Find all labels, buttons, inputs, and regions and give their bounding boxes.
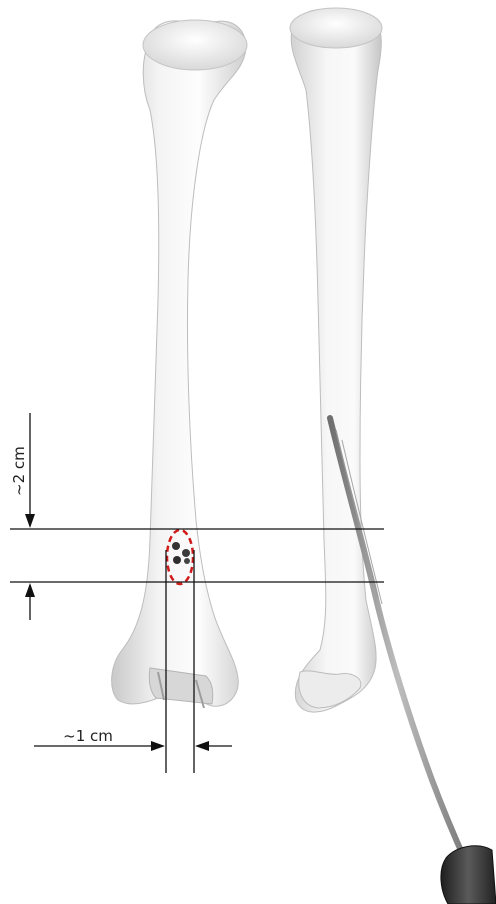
marker-dot-4 — [184, 558, 190, 564]
right-bone-foot — [299, 671, 361, 708]
left-bone-head — [143, 20, 247, 70]
marker-dot-2 — [182, 549, 190, 557]
probe-handle — [441, 846, 496, 904]
horizontal-dimension-label: ~1 cm — [63, 727, 113, 745]
arrow-up-icon — [25, 583, 35, 597]
arrow-down-icon — [25, 514, 35, 528]
vertical-dimension-label: ~2 cm — [10, 446, 28, 496]
arrow-left-icon — [195, 741, 209, 751]
marker-dot-1 — [172, 542, 180, 550]
left-bone-shaft — [112, 21, 246, 706]
left-bone — [112, 20, 247, 708]
right-bone — [290, 8, 382, 712]
arrow-right-icon — [151, 741, 165, 751]
marker-dot-3 — [173, 556, 181, 564]
right-bone-shaft — [291, 10, 381, 712]
right-bone-head — [290, 8, 382, 48]
